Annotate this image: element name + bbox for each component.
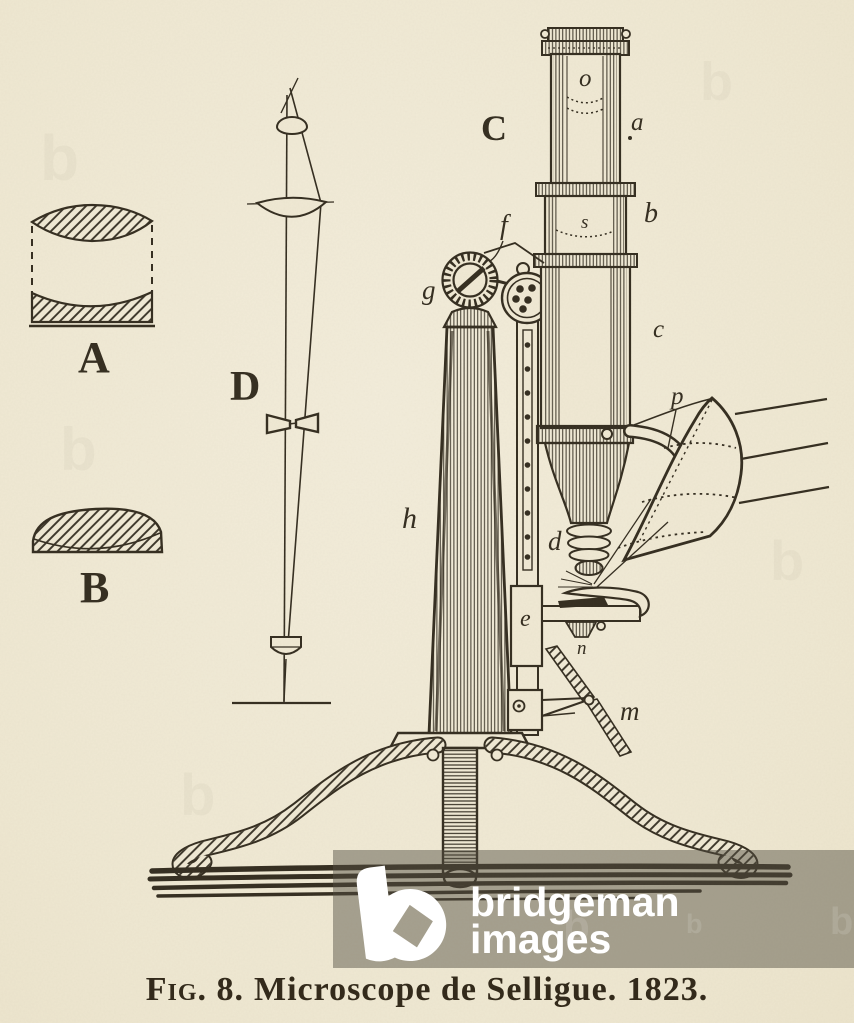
ghost-letter: b bbox=[563, 902, 590, 951]
bridgeman-watermark: bridgeman images b b b bbox=[333, 850, 854, 968]
caption-figure-number: Fig. 8. bbox=[145, 971, 244, 1008]
bridgeman-logo bbox=[356, 865, 447, 962]
figure-caption: Fig. 8. Microscope de Selligue. 1823. bbox=[0, 971, 854, 1009]
logo-bowl bbox=[374, 889, 447, 962]
ghost-letter: b bbox=[686, 909, 703, 939]
caption-title: Microscope de Selligue. 1823. bbox=[254, 971, 709, 1008]
watermark-brand-line1: bridgeman bbox=[470, 879, 680, 925]
ghost-letter: b bbox=[830, 901, 853, 943]
watermark-brand-line2: images bbox=[470, 916, 611, 962]
